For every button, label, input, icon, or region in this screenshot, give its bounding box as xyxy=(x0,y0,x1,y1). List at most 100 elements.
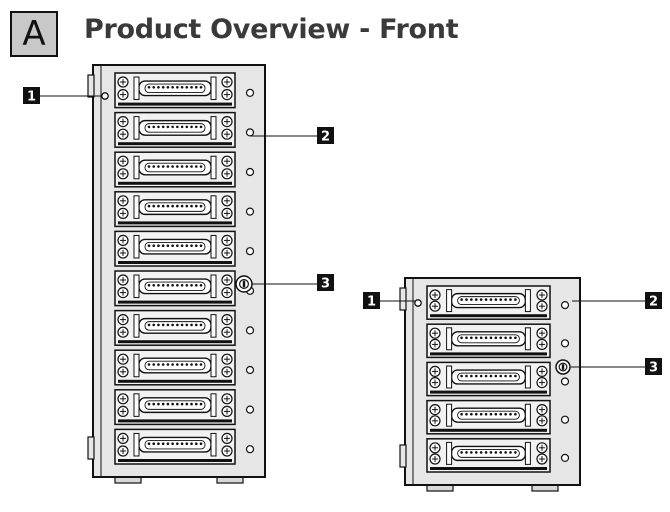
bay-status-led-icon xyxy=(245,207,255,216)
screw-icon xyxy=(221,128,233,140)
bay-status-led-icon xyxy=(245,326,255,335)
power-led-icon xyxy=(414,299,422,307)
screw-icon xyxy=(117,76,129,88)
screw-icon xyxy=(117,155,129,167)
drive-bay xyxy=(426,323,551,359)
screw-icon xyxy=(221,353,233,365)
callout-3-small: 3 xyxy=(645,358,662,376)
drive-bay xyxy=(426,285,551,320)
drive-bay xyxy=(114,191,236,228)
drive-bay xyxy=(426,438,551,473)
screw-icon xyxy=(117,274,129,286)
screw-icon xyxy=(536,300,548,312)
page-title: Product Overview - Front xyxy=(84,14,459,45)
screw-icon xyxy=(117,287,129,299)
screw-icon xyxy=(117,366,129,378)
sata-connector-icon xyxy=(133,116,217,140)
screw-icon xyxy=(117,326,129,338)
callout-2-large: 2 xyxy=(317,127,334,145)
callout-2-small: 2 xyxy=(645,292,662,310)
sata-connector-icon xyxy=(446,403,531,427)
screw-icon xyxy=(117,247,129,259)
lock-icon xyxy=(235,275,253,293)
screw-icon xyxy=(221,274,233,286)
drive-bay xyxy=(114,111,236,148)
drive-bay xyxy=(114,389,236,426)
bay-status-led-icon xyxy=(245,128,255,137)
screw-icon xyxy=(221,76,233,88)
side-handle xyxy=(87,74,95,98)
sata-connector-icon xyxy=(446,441,531,465)
bay-status-led-icon xyxy=(560,301,570,310)
screw-icon xyxy=(536,289,548,301)
drive-bay xyxy=(114,270,236,307)
screw-icon xyxy=(221,405,233,417)
drive-bay xyxy=(114,151,236,188)
screw-icon xyxy=(429,415,441,427)
sata-connector-icon xyxy=(133,234,217,259)
screw-icon xyxy=(117,128,129,140)
screw-icon xyxy=(117,445,129,457)
side-handle xyxy=(399,287,407,311)
bay-status-led-icon xyxy=(245,405,255,414)
bay-status-led-icon xyxy=(560,377,570,386)
svg-text:1: 1 xyxy=(367,295,376,310)
svg-text:2: 2 xyxy=(321,130,330,145)
bay-status-led-icon xyxy=(245,167,255,177)
screw-icon xyxy=(221,326,233,338)
bay-status-led-icon xyxy=(245,445,255,454)
large-enclosure xyxy=(87,64,266,484)
screw-icon xyxy=(429,300,441,312)
screw-icon xyxy=(536,442,548,454)
callout-3-large: 3 xyxy=(317,274,334,292)
screw-icon xyxy=(429,377,441,389)
sata-connector-icon xyxy=(133,76,217,101)
drive-bay xyxy=(426,399,551,435)
drive-bay xyxy=(114,230,236,267)
svg-text:1: 1 xyxy=(27,90,36,105)
screw-icon xyxy=(429,289,441,301)
bay-status-led-icon xyxy=(245,247,255,256)
screw-icon xyxy=(221,432,233,444)
small-enclosure xyxy=(399,277,581,492)
screw-icon xyxy=(221,155,233,167)
drive-bay xyxy=(114,72,236,109)
svg-text:2: 2 xyxy=(649,295,658,310)
screw-icon xyxy=(221,115,233,128)
screw-icon xyxy=(429,338,441,350)
screw-icon xyxy=(221,207,233,219)
screw-icon xyxy=(429,327,441,339)
sata-connector-icon xyxy=(133,432,217,457)
callout-1-small: 1 xyxy=(363,292,380,310)
sata-connector-icon xyxy=(446,327,531,351)
screw-icon xyxy=(117,115,129,128)
section-badge: A xyxy=(10,11,58,57)
callout-1-large: 1 xyxy=(23,87,40,105)
svg-text:3: 3 xyxy=(321,277,330,292)
screw-icon xyxy=(221,234,233,246)
screw-icon xyxy=(429,442,441,454)
sata-connector-icon xyxy=(133,155,217,180)
screw-icon xyxy=(117,393,129,405)
screw-icon xyxy=(429,365,441,377)
screw-icon xyxy=(221,195,233,207)
side-handle xyxy=(87,436,95,460)
svg-text:3: 3 xyxy=(649,361,658,376)
screw-icon xyxy=(117,432,129,444)
bay-status-led-icon xyxy=(245,365,255,375)
screw-icon xyxy=(429,453,441,465)
screw-icon xyxy=(221,314,233,326)
screw-icon xyxy=(117,353,129,365)
power-led-icon xyxy=(101,92,109,100)
screw-icon xyxy=(221,287,233,299)
sata-connector-icon xyxy=(133,195,217,219)
screw-icon xyxy=(536,338,548,350)
drive-bay xyxy=(114,349,236,386)
screw-icon xyxy=(536,365,548,377)
screw-icon xyxy=(117,207,129,219)
sata-connector-icon xyxy=(446,289,531,313)
sata-connector-icon xyxy=(133,314,217,338)
drive-bay xyxy=(114,428,236,465)
screw-icon xyxy=(536,415,548,427)
